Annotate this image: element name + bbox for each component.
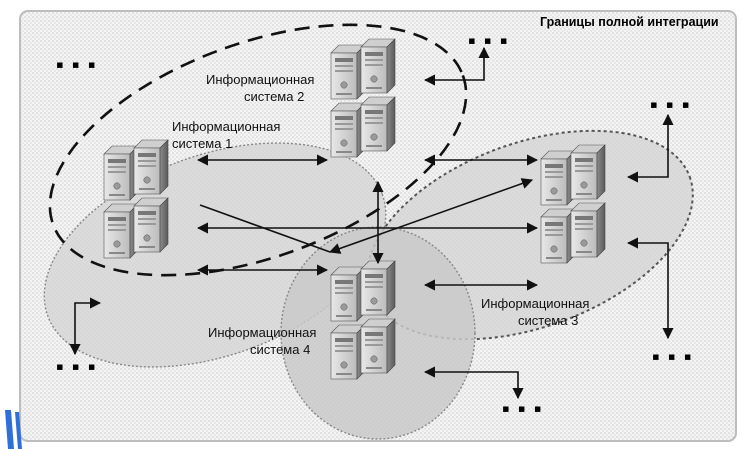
ext-link-4 [423,366,524,400]
link-diag-a [328,178,534,254]
label-system-3-line2: система 3 [518,313,578,328]
ext-link-2 [423,46,490,86]
label-system-2-line2: система 2 [244,89,304,104]
label-system-1-line2: система 1 [172,136,232,151]
ellipsis-right-bottom: ▪ ▪ ▪ [652,344,693,369]
label-system-3-line1: Информационная [481,296,589,311]
ellipsis-top-left: ▪ ▪ ▪ [56,52,97,77]
link-diag-b [199,204,331,253]
ext-link-3-top [626,113,674,183]
ellipsis-top-center: ▪ ▪ ▪ [468,28,509,53]
label-system-4-line2: система 4 [250,342,310,357]
ellipsis-bottom-left: ▪ ▪ ▪ [56,354,97,379]
label-system-2: Информационная система 2 [206,72,314,104]
label-system-1-line1: Информационная [172,119,280,134]
label-system-1: Информационная система 1 [172,119,280,151]
label-system-4: Информационная система 4 [208,325,316,357]
boundary-title: Границы полной интеграции [540,15,719,29]
ellipsis-right-top: ▪ ▪ ▪ [650,92,691,117]
connectors [69,46,674,400]
corner-mark-2 [15,412,22,449]
label-system-4-line1: Информационная [208,325,316,340]
ext-link-1 [69,297,102,356]
label-system-3: Информационная система 3 [481,296,589,328]
corner-mark [5,410,14,449]
ellipsis-bottom-center: ▪ ▪ ▪ [502,396,543,421]
ext-link-3-bottom [626,237,674,340]
label-system-2-line1: Информационная [206,72,314,87]
